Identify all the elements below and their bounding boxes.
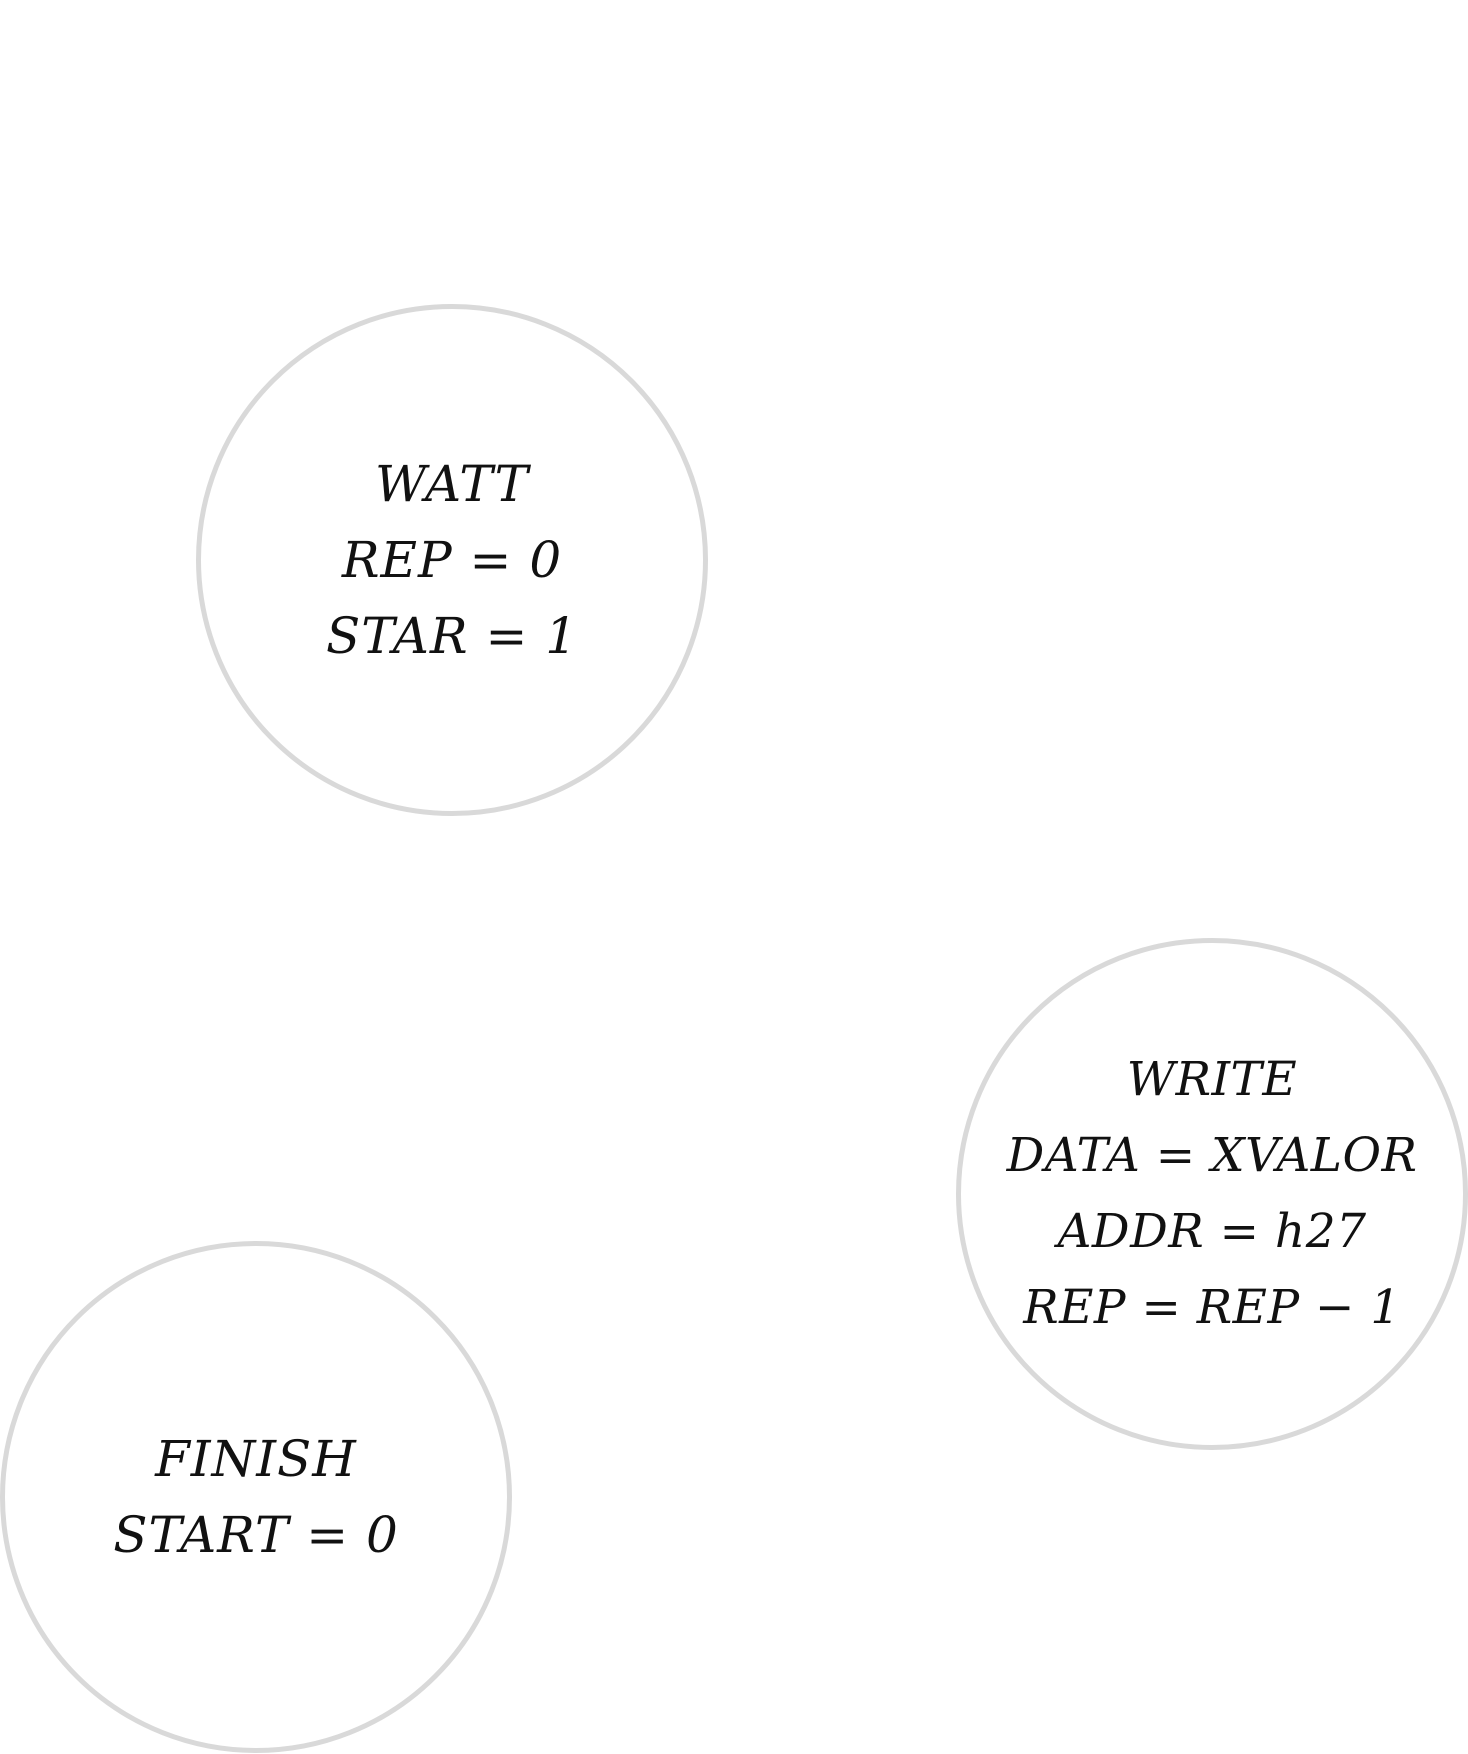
- state-write-line-rep: REP = REP − 1: [1023, 1280, 1401, 1335]
- state-write-label: WRITE DATA = XVALOR ADDR = h27 REP = REP…: [1007, 1042, 1418, 1346]
- state-watt-label: WATT REP = 0 STAR = 1: [326, 446, 578, 674]
- state-watt-name: WATT: [375, 455, 529, 513]
- state-finish-label: FINISH START = 0: [113, 1421, 399, 1573]
- state-finish-line-start: START = 0: [113, 1506, 399, 1564]
- state-finish-node: FINISH START = 0: [0, 1241, 512, 1753]
- state-write-node: WRITE DATA = XVALOR ADDR = h27 REP = REP…: [956, 938, 1468, 1450]
- state-write-line-addr: ADDR = h27: [1057, 1204, 1367, 1259]
- state-watt-line-star: STAR = 1: [325, 607, 579, 665]
- state-watt-node: WATT REP = 0 STAR = 1: [196, 304, 708, 816]
- state-write-line-data: DATA = XVALOR: [1006, 1128, 1418, 1183]
- state-watt-line-rep: REP = 0: [341, 531, 563, 589]
- state-finish-name: FINISH: [155, 1430, 357, 1488]
- state-write-name: WRITE: [1126, 1052, 1298, 1107]
